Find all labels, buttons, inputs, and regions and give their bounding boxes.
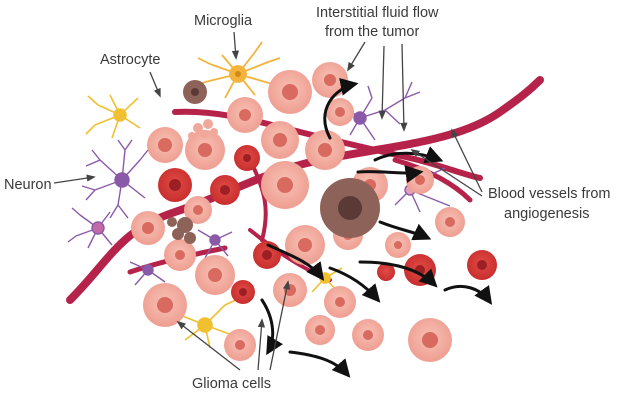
- flow-arrow: [373, 146, 444, 164]
- label-neuron: Neuron: [4, 177, 52, 193]
- dark-cell-cluster: [167, 217, 196, 244]
- glioma-cell: [408, 318, 452, 362]
- leader-glioma-1: [176, 320, 241, 371]
- neuron-lower-left: [67, 207, 113, 249]
- leader-fluid-2: [378, 45, 386, 120]
- glioma-cell: [261, 161, 309, 209]
- vessel-branch-top: [248, 158, 268, 242]
- glioma-cell: [305, 315, 335, 345]
- astrocyte-bottom: [169, 297, 241, 349]
- flow-arrow: [378, 220, 432, 241]
- glioma-cell: [324, 286, 356, 318]
- flow-arrow: [266, 243, 325, 281]
- leader-glioma-2: [257, 318, 266, 371]
- glioma-cell: [385, 232, 411, 258]
- glioma-cell: [312, 62, 348, 98]
- red-cell: [467, 250, 497, 280]
- leader-fluid-3: [400, 43, 408, 132]
- flow-arrow: [288, 350, 351, 378]
- glioma-cell: [285, 225, 325, 265]
- label-leaders: [53, 31, 483, 371]
- neuron-bottom: [129, 261, 166, 286]
- label-interstitial-fluid-flow-line2: from the tumor: [325, 24, 420, 40]
- label-interstitial-fluid-flow-line1: Interstitial fluid flow: [316, 5, 439, 21]
- glioma-cell: [227, 97, 263, 133]
- dark-cells: [167, 80, 380, 244]
- label-astrocyte: Astrocyte: [100, 52, 161, 68]
- glioma-cell: [326, 98, 354, 126]
- glioma-cell: [268, 70, 312, 114]
- leader-vessel-1: [451, 128, 483, 193]
- glioma-cell: [261, 121, 299, 159]
- dark-cell-large: [320, 178, 380, 238]
- leader-neuron: [53, 174, 96, 184]
- glioma-cell: [352, 319, 384, 351]
- red-cell: [377, 263, 395, 281]
- red-cell: [158, 168, 192, 202]
- leader-glioma-3: [269, 280, 291, 371]
- leader-fluid-1: [347, 41, 366, 72]
- glioma-cell: [147, 127, 183, 163]
- glioma-cell: [305, 130, 345, 170]
- glioma-cell: [224, 329, 256, 361]
- flow-arrow: [356, 165, 424, 184]
- glioma-cell: [184, 196, 212, 224]
- flow-arrow: [260, 298, 284, 356]
- astrocyte-top-left: [85, 94, 141, 139]
- flow-arrow: [328, 266, 381, 303]
- leader-vessel-2: [410, 149, 483, 197]
- label-blood-vessels-line1: Blood vessels from: [488, 186, 611, 202]
- label-glioma-cells: Glioma cells: [192, 376, 271, 392]
- flow-arrow: [358, 260, 438, 288]
- vessel-branch-right: [392, 157, 473, 203]
- leader-astrocyte: [149, 71, 161, 98]
- glioma-cell: [406, 166, 434, 194]
- flow-arrows: [260, 78, 493, 378]
- glioma-cell: [185, 130, 225, 170]
- red-cell: [231, 280, 255, 304]
- neuron-left: [81, 139, 149, 219]
- red-glioma-cells: [158, 145, 497, 304]
- neuron-mid: [197, 229, 233, 259]
- glioma-cell-cluster: [188, 119, 218, 140]
- label-blood-vessels-line2: angiogenesis: [504, 206, 590, 222]
- glioma-cell: [131, 211, 165, 245]
- flow-arrow: [443, 285, 493, 305]
- glioma-cell: [164, 239, 196, 271]
- glioma-cells: [131, 62, 465, 362]
- dark-cell: [183, 80, 207, 104]
- leader-microglia: [231, 31, 240, 60]
- glioma-cell: [435, 207, 465, 237]
- label-microglia: Microglia: [194, 13, 253, 29]
- glioma-cell: [143, 283, 187, 327]
- red-cell: [234, 145, 260, 171]
- flow-arrow: [323, 78, 359, 140]
- glioma-cell: [273, 273, 307, 307]
- red-cell: [210, 175, 240, 205]
- glioma-cell: [195, 255, 235, 295]
